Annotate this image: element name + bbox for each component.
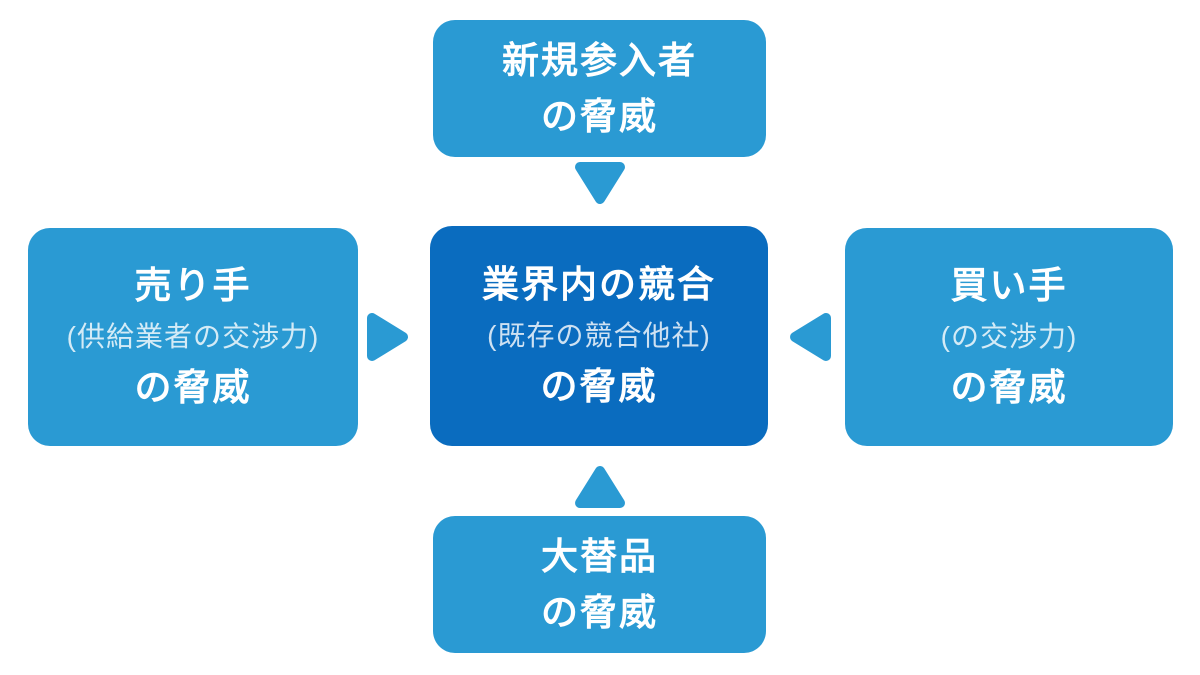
box-sellers-line1: 売り手 [134,265,252,306]
arrow-left-icon [790,313,831,361]
box-new-entrants: 新規参入者 の脅威 [433,20,766,157]
box-buyers-subtitle: (の交渉力) [940,321,1078,352]
box-buyers: 買い手 (の交渉力) の脅威 [845,228,1173,446]
box-substitutes-line2: の脅威 [541,591,658,633]
arrow-down-icon [575,162,625,204]
box-substitutes: 大替品 の脅威 [433,516,766,653]
box-substitutes-line1: 大替品 [541,535,658,577]
box-sellers-line2: の脅威 [134,367,252,408]
box-new-entrants-line2: の脅威 [541,95,658,137]
arrow-up-icon [575,466,625,508]
box-industry-rivalry-line2: の脅威 [540,366,658,407]
box-industry-rivalry-subtitle: (既存の競合他社) [487,320,711,351]
box-sellers-subtitle: (供給業者の交渉力) [66,321,320,352]
box-buyers-line2: の脅威 [950,367,1068,408]
box-industry-rivalry: 業界内の競合 (既存の競合他社) の脅威 [430,226,768,446]
box-sellers: 売り手 (供給業者の交渉力) の脅威 [28,228,358,446]
box-new-entrants-line1: 新規参入者 [502,39,697,81]
arrow-right-icon [367,313,408,361]
box-industry-rivalry-line1: 業界内の競合 [482,264,716,305]
box-buyers-line1: 買い手 [950,265,1068,306]
